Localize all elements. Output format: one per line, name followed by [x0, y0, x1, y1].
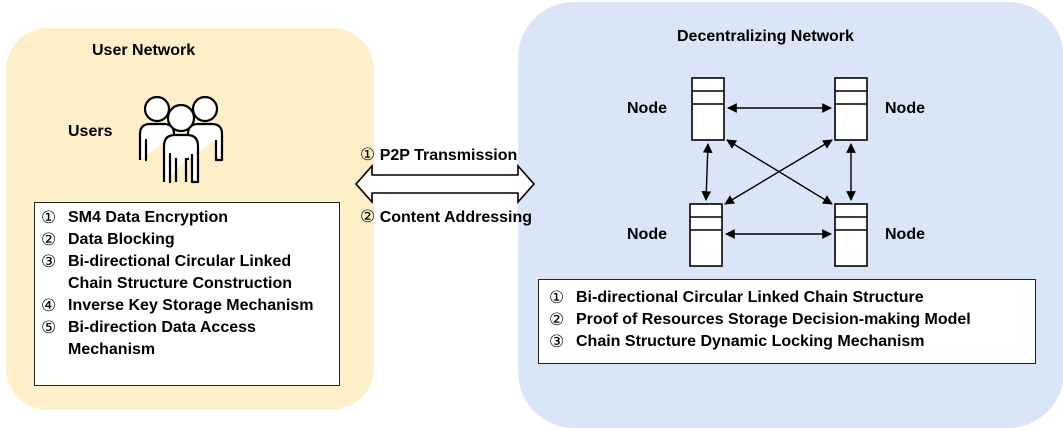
user-step-3-num: ③: [41, 252, 57, 271]
network-feature-3-text: Chain Structure Dynamic Locking Mechanis…: [576, 333, 925, 350]
user-step-4: ④ Inverse Key Storage Mechanism: [41, 295, 333, 317]
user-step-5: ⑤ Bi-direction Data Access Mechanism: [41, 317, 333, 361]
user-step-5-num: ⑤: [41, 318, 57, 337]
users-label: Users: [68, 123, 113, 140]
edge-diag-2: [724, 139, 833, 205]
user-step-4-num: ④: [41, 296, 57, 315]
edge-left: [701, 143, 713, 201]
content-addressing-text: Content Addressing: [379, 209, 532, 226]
network-features-box: ① Bi-directional Circular Linked Chain S…: [538, 279, 1036, 364]
network-feature-1-num: ①: [549, 288, 565, 307]
user-step-5-text: Bi-direction Data Access Mechanism: [68, 319, 256, 358]
network-feature-2: ② Proof of Resources Storage Decision-ma…: [549, 309, 1025, 331]
user-network-title: User Network: [92, 42, 196, 59]
user-step-3-text: Bi-directional Circular Linked Chain Str…: [68, 253, 293, 292]
p2p-transmission-num: ①: [360, 145, 376, 164]
content-addressing-num: ②: [360, 207, 376, 226]
node-label-bottom-left: Node: [627, 226, 667, 243]
user-step-2: ② Data Blocking: [41, 229, 333, 251]
users-group-icon: [138, 95, 224, 184]
server-node-icon-top-right: [834, 77, 868, 141]
node-label-bottom-right: Node: [885, 226, 925, 243]
server-node-icon-bottom-right: [834, 203, 868, 267]
user-step-1: ① SM4 Data Encryption: [41, 207, 333, 229]
user-steps-box: ① SM4 Data Encryption ② Data Blocking ③ …: [34, 202, 340, 386]
user-step-4-text: Inverse Key Storage Mechanism: [68, 297, 314, 314]
user-step-2-num: ②: [41, 230, 57, 249]
content-addressing-label: ② Content Addressing: [360, 207, 532, 227]
network-feature-1-text: Bi-directional Circular Linked Chain Str…: [576, 289, 924, 306]
node-connections: [701, 103, 856, 239]
p2p-transmission-text: P2P Transmission: [379, 147, 518, 164]
network-feature-3-num: ③: [549, 332, 565, 351]
node-label-top-left: Node: [627, 100, 667, 117]
p2p-transmission-label: ① P2P Transmission: [360, 145, 517, 165]
server-node-icon-top-left: [691, 77, 725, 141]
user-step-1-num: ①: [41, 208, 57, 227]
double-arrow-icon: [354, 163, 536, 205]
server-node-icon-bottom-left: [689, 203, 723, 267]
decentralizing-network-title: Decentralizing Network: [677, 28, 854, 45]
user-step-3: ③ Bi-directional Circular Linked Chain S…: [41, 251, 333, 295]
user-step-2-text: Data Blocking: [68, 231, 175, 248]
network-feature-3: ③ Chain Structure Dynamic Locking Mechan…: [549, 331, 1025, 353]
network-feature-2-num: ②: [549, 310, 565, 329]
network-feature-1: ① Bi-directional Circular Linked Chain S…: [549, 287, 1025, 309]
user-step-1-text: SM4 Data Encryption: [68, 209, 229, 226]
network-feature-2-text: Proof of Resources Storage Decision-maki…: [576, 311, 971, 328]
node-label-top-right: Node: [885, 100, 925, 117]
